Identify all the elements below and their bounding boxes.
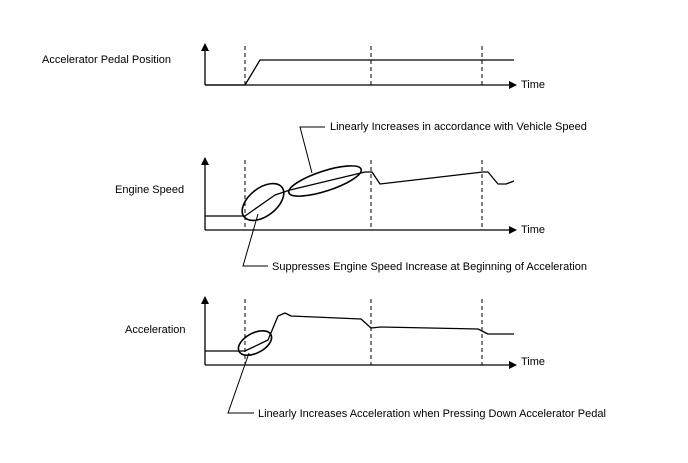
- acceleration-ellipse: [237, 329, 273, 357]
- acceleration-trace: [205, 312, 514, 352]
- acceleration-note: Linearly Increases Acceleration when Pre…: [258, 408, 606, 420]
- engine-speed-label: Engine Speed: [115, 184, 184, 196]
- engine-time-label: Time: [521, 224, 545, 236]
- acceleration-time-label: Time: [521, 356, 545, 368]
- engine-speed-note: Suppresses Engine Speed Increase at Begi…: [272, 261, 587, 273]
- vehicle-speed-note: Linearly Increases in accordance with Ve…: [330, 121, 587, 133]
- engine-speed-leader: [242, 213, 268, 267]
- acceleration-label: Acceleration: [125, 324, 186, 336]
- accelerator-pedal-label: Accelerator Pedal Position: [42, 54, 171, 66]
- acceleration-panel: Acceleration Time Linearly Increases Acc…: [125, 296, 606, 420]
- engine-linear-ellipse: [287, 165, 363, 197]
- engine-initial-ellipse: [241, 182, 285, 222]
- engine-speed-trace: [205, 171, 515, 217]
- vehicle-speed-leader: [299, 126, 325, 174]
- accelerator-pedal-panel: Accelerator Pedal Position Time: [42, 43, 545, 91]
- pedal-position-trace: [205, 59, 514, 86]
- engine-speed-panel: Engine Speed Time Linearly Increases in …: [115, 121, 587, 273]
- pedal-time-label: Time: [521, 79, 545, 91]
- acceleration-leader: [227, 352, 254, 414]
